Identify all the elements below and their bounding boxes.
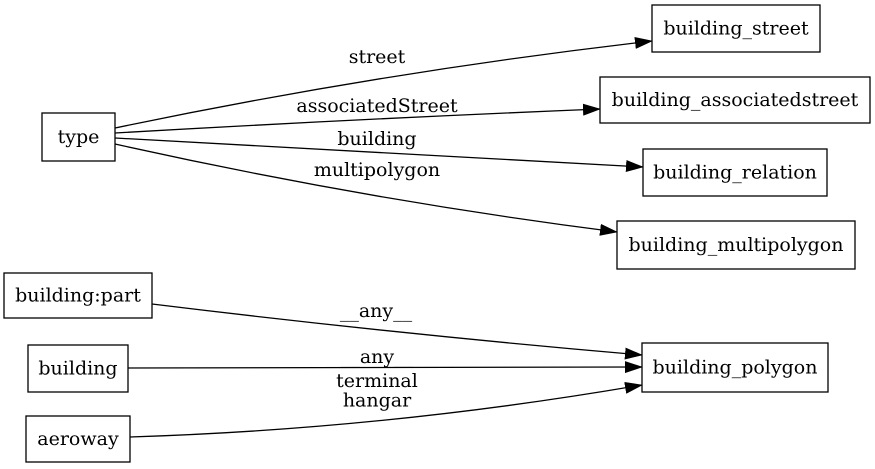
node-label-building_multipolygon: building_multipolygon <box>629 234 844 256</box>
node-building_associatedstreet: building_associatedstreet <box>599 76 871 124</box>
node-label-building_polygon: building_polygon <box>653 357 818 379</box>
node-building_relation: building_relation <box>642 148 828 197</box>
node-box-building_multipolygon <box>616 220 856 270</box>
node-building_polygon: building_polygon <box>641 342 829 393</box>
node-building_street: building_street <box>651 4 821 53</box>
node-label-building-part: building:part <box>15 285 141 307</box>
edge-type-to-building_associatedstreet <box>114 103 601 134</box>
edge-building-part-to-building_polygon <box>151 303 643 360</box>
node-label-building: building <box>38 358 117 380</box>
node-box-aeroway <box>25 415 131 463</box>
node-box-building_relation <box>642 148 828 197</box>
node-box-building_polygon <box>641 342 829 393</box>
node-box-building <box>27 344 129 393</box>
node-box-building_street <box>651 4 821 53</box>
edge-label-aeroway-to-building_polygon: hangar <box>343 390 412 412</box>
edge-type-to-building_relation <box>114 137 644 173</box>
node-label-building_relation: building_relation <box>653 162 817 184</box>
node-label-type: type <box>58 126 100 148</box>
edge-label-building-part-to-building_polygon: __any__ <box>340 300 413 322</box>
edge-label-type-to-building_associatedstreet: associatedStreet <box>296 95 458 117</box>
node-label-aeroway: aeroway <box>37 428 119 450</box>
edge-label-building-to-building_polygon: __any__ <box>341 346 414 368</box>
node-type: type <box>41 112 116 162</box>
node-box-type <box>41 112 116 162</box>
node-label-building_associatedstreet: building_associatedstreet <box>612 89 859 111</box>
edge-label-type-to-building_relation: building <box>337 128 416 150</box>
node-label-building_street: building_street <box>663 18 809 40</box>
node-box-building-part <box>3 272 153 319</box>
node-aeroway: aeroway <box>25 415 131 463</box>
node-building_multipolygon: building_multipolygon <box>616 220 856 270</box>
edge-label-type-to-building_multipolygon: multipolygon <box>314 159 440 181</box>
edge-aeroway-to-building_polygon <box>129 381 643 438</box>
edge-type-to-building_multipolygon <box>114 143 618 236</box>
node-box-building_associatedstreet <box>599 76 871 124</box>
edge-building-to-building_polygon <box>127 361 643 374</box>
edge-label-aeroway-to-building_polygon: terminal <box>336 370 418 392</box>
node-building: building <box>27 344 129 393</box>
edge-label-type-to-building_street: street <box>349 46 406 68</box>
edge-type-to-building_street <box>114 36 653 129</box>
node-building-part: building:part <box>3 272 153 319</box>
